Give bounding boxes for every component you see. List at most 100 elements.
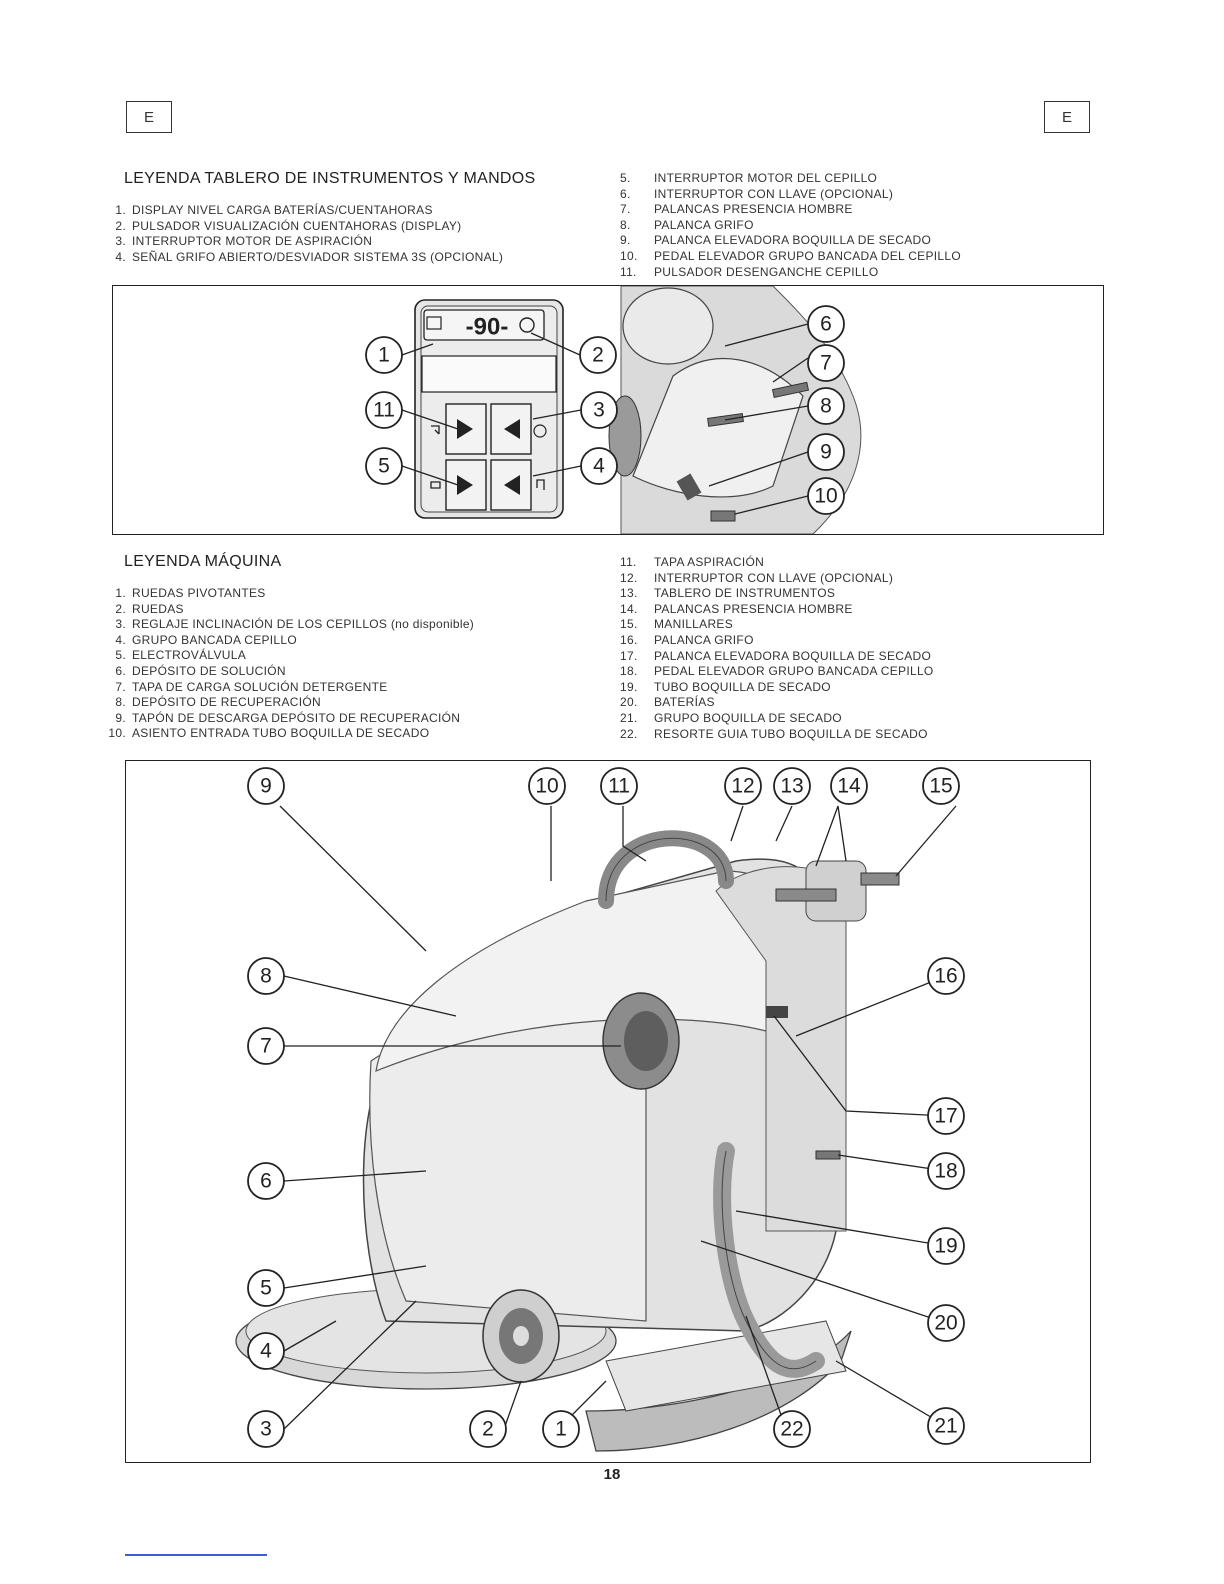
machine-callout-8: 8	[247, 957, 285, 995]
list-item: 9.TAPÓN DE DESCARGA DEPÓSITO DE RECUPERA…	[115, 710, 461, 725]
language-marker-left: E	[126, 101, 172, 133]
panel-leader-lines	[401, 323, 809, 515]
svg-text:2: 2	[482, 1418, 494, 1441]
svg-text:4: 4	[593, 455, 605, 478]
list-item: 17.PALANCA ELEVADORA BOQUILLA DE SECADO	[620, 648, 932, 663]
display-readout: -90-	[466, 314, 509, 341]
svg-text:15: 15	[929, 775, 952, 798]
list-item: 3.REGLAJE INCLINACIÓN DE LOS CEPILLOS (n…	[115, 617, 475, 632]
list-item: 22.RESORTE GUIA TUBO BOQUILLA DE SECADO	[620, 726, 928, 741]
svg-text:9: 9	[260, 775, 272, 798]
svg-text:1: 1	[378, 344, 390, 367]
machine-legend-right-list: 11.TAPA ASPIRACIÓN 12.INTERRUPTOR CON LL…	[620, 555, 934, 742]
machine-callout-2: 2	[469, 1410, 507, 1448]
list-item: 5.INTERRUPTOR MOTOR DEL CEPILLO	[620, 171, 878, 185]
list-item: 11.TAPA ASPIRACIÓN	[620, 555, 765, 569]
list-item: 1.DISPLAY NIVEL CARGA BATERÍAS/CUENTAHOR…	[115, 203, 433, 217]
svg-text:10: 10	[814, 485, 837, 508]
svg-text:5: 5	[260, 1277, 272, 1300]
machine-callout-9: 9	[247, 767, 285, 805]
panel-callout-3: 3	[580, 391, 618, 429]
list-item: 20.BATERÍAS	[620, 695, 715, 710]
panel-callout-9: 9	[807, 433, 845, 471]
panel-callout-5: 5	[365, 447, 403, 485]
vacuum-icon	[533, 424, 547, 438]
svg-text:8: 8	[260, 965, 272, 988]
list-item: 8.PALANCA GRIFO	[620, 217, 754, 232]
machine-callout-17: 17	[927, 1097, 965, 1135]
control-panel-figure: -90-	[112, 285, 1104, 535]
svg-text:10: 10	[535, 775, 558, 798]
list-item: 8.DEPÓSITO DE RECUPERACIÓN	[115, 695, 322, 710]
svg-text:11: 11	[373, 399, 395, 422]
machine-callout-5: 5	[247, 1269, 285, 1307]
svg-text:12: 12	[731, 775, 754, 798]
panel-callout-10: 10	[807, 477, 845, 515]
list-item: 6.INTERRUPTOR CON LLAVE (OPCIONAL)	[620, 186, 894, 201]
panel-callout-4: 4	[580, 447, 618, 485]
machine-callout-15: 15	[922, 767, 960, 805]
svg-text:2: 2	[592, 344, 604, 367]
machine-callout-4: 4	[247, 1332, 285, 1370]
list-item: 18.PEDAL ELEVADOR GRUPO BANCADA CEPILLO	[620, 664, 934, 679]
machine-callout-19: 19	[927, 1227, 965, 1265]
machine-figure: 1 2 3 4 5 6 7 8 9 10 11 12 13 14 15 16 1…	[125, 760, 1091, 1463]
list-item: 14.PALANCAS PRESENCIA HOMBRE	[620, 601, 853, 616]
machine-callout-11: 11	[600, 767, 638, 805]
brush-release-icon	[431, 425, 440, 435]
list-item: 2.PULSADOR VISUALIZACIÓN CUENTAHORAS (DI…	[115, 218, 462, 233]
panel-callout-11: 11	[365, 391, 403, 429]
panel-legend-right-list: 5.INTERRUPTOR MOTOR DEL CEPILLO 6.INTERR…	[620, 171, 961, 280]
svg-text:9: 9	[820, 441, 832, 464]
page-number: 18	[603, 1466, 621, 1483]
control-panel-illustration: -90-	[414, 299, 564, 519]
list-item: 16.PALANCA GRIFO	[620, 632, 754, 647]
svg-text:3: 3	[260, 1418, 272, 1441]
list-item: 10.PEDAL ELEVADOR GRUPO BANCADA DEL CEPI…	[620, 248, 961, 263]
panel-callout-7: 7	[807, 344, 845, 382]
list-item: 10.ASIENTO ENTRADA TUBO BOQUILLA DE SECA…	[108, 726, 430, 741]
machine-callout-6: 6	[247, 1162, 285, 1200]
list-item: 2.RUEDAS	[115, 601, 184, 616]
machine-callout-20: 20	[927, 1304, 965, 1342]
list-item: 6.DEPÓSITO DE SOLUCIÓN	[115, 663, 286, 678]
panel-callout-6: 6	[807, 305, 845, 343]
panel-callout-1: 1	[365, 336, 403, 374]
svg-text:16: 16	[934, 965, 957, 988]
machine-callout-18: 18	[927, 1152, 965, 1190]
svg-text:8: 8	[820, 395, 832, 418]
machine-callout-21: 21	[927, 1407, 965, 1445]
machine-legend-left-list: 1.RUEDAS PIVOTANTES 2.RUEDAS 3.REGLAJE I…	[104, 586, 474, 742]
list-item: 15.MANILLARES	[620, 617, 734, 632]
list-item: 11.PULSADOR DESENGANCHE CEPILLO	[620, 264, 879, 279]
svg-text:5: 5	[378, 455, 390, 478]
svg-text:14: 14	[837, 775, 861, 798]
svg-text:4: 4	[260, 1340, 272, 1363]
machine-callout-7: 7	[247, 1027, 285, 1065]
svg-text:7: 7	[260, 1035, 272, 1058]
control-panel-drawing: -90-	[365, 286, 862, 534]
list-item: 9.PALANCA ELEVADORA BOQUILLA DE SECADO	[620, 233, 932, 248]
svg-text:18: 18	[934, 1160, 957, 1183]
list-item: 5.ELECTROVÁLVULA	[115, 648, 247, 663]
svg-text:11: 11	[608, 775, 630, 798]
svg-text:20: 20	[934, 1312, 957, 1335]
list-item: 7.PALANCAS PRESENCIA HOMBRE	[620, 202, 853, 217]
list-item: 21.GRUPO BOQUILLA DE SECADO	[620, 710, 842, 725]
list-item: 13.TABLERO DE INSTRUMENTOS	[620, 586, 836, 601]
machine-callout-22: 22	[773, 1410, 811, 1448]
svg-text:1: 1	[555, 1418, 567, 1441]
footer-rule	[125, 1554, 267, 1556]
machine-controls-closeup	[608, 286, 862, 534]
machine-leader-lines	[279, 805, 957, 1430]
tap-icon	[536, 479, 545, 490]
vacuum-motor-switch	[490, 403, 532, 455]
machine-callout-16: 16	[927, 957, 965, 995]
svg-text:6: 6	[260, 1170, 272, 1193]
svg-text:6: 6	[820, 313, 832, 336]
svg-text:17: 17	[934, 1105, 957, 1128]
list-item: 19.TUBO BOQUILLA DE SECADO	[620, 679, 831, 694]
panel-legend-title: LEYENDA TABLERO DE INSTRUMENTOS Y MANDOS	[124, 170, 536, 187]
machine-callout-3: 3	[247, 1410, 285, 1448]
list-item: 4.SEÑAL GRIFO ABIERTO/DESVIADOR SISTEMA …	[115, 249, 504, 264]
